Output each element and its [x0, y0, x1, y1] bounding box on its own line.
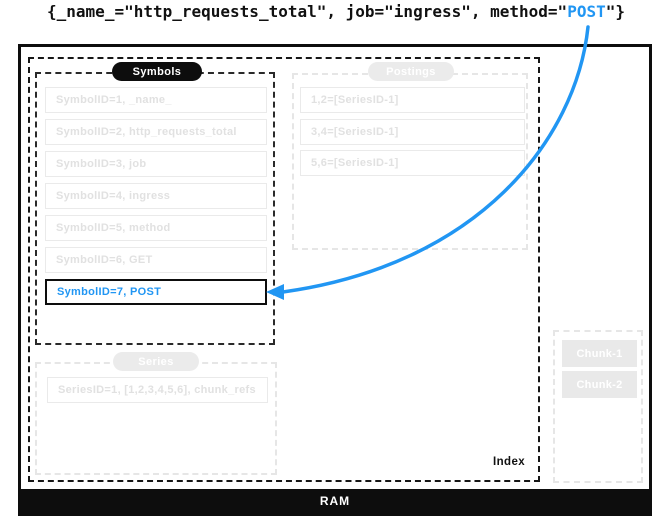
postings-section: 1,2=[SeriesID-1] 3,4=[SeriesID-1] 5,6=[S… [292, 73, 528, 250]
posting-row: 3,4=[SeriesID-1] [300, 119, 525, 145]
code-suffix: "} [605, 2, 625, 21]
symbol-row: SymbolID=1, _name_ [45, 87, 267, 113]
series-row-label: SeriesID=1, [1,2,3,4,5,6], chunk_refs [58, 384, 256, 396]
posting-row: 1,2=[SeriesID-1] [300, 87, 525, 113]
chunks-section: Chunk-1 Chunk-2 [553, 330, 643, 483]
symbol-row-label: SymbolID=5, method [56, 222, 171, 234]
chunk-block: Chunk-2 [562, 371, 637, 398]
postings-section-title: Postings [368, 62, 454, 81]
posting-row-label: 3,4=[SeriesID-1] [311, 126, 399, 138]
ram-label: RAM [319, 494, 351, 508]
symbol-row: SymbolID=5, method [45, 215, 267, 241]
symbols-section-title: Symbols [112, 62, 202, 81]
series-section-title: Series [113, 352, 199, 371]
ram-bar: RAM [21, 489, 649, 513]
symbol-row: SymbolID=4, ingress [45, 183, 267, 209]
code-prefix: {_name_="http_requests_total", job="ingr… [47, 2, 568, 21]
symbol-row: SymbolID=6, GET [45, 247, 267, 273]
symbol-row-label: SymbolID=1, _name_ [56, 94, 172, 106]
symbols-section: SymbolID=1, _name_ SymbolID=2, http_requ… [35, 72, 275, 345]
symbol-row: SymbolID=2, http_requests_total [45, 119, 267, 145]
code-highlight-post: POST [567, 2, 606, 21]
metric-selector-code: {_name_="http_requests_total", job="ingr… [0, 0, 672, 24]
posting-row-label: 5,6=[SeriesID-1] [311, 157, 399, 169]
chunk-block: Chunk-1 [562, 340, 637, 367]
symbol-row: SymbolID=3, job [45, 151, 267, 177]
symbol-row-label: SymbolID=6, GET [56, 254, 153, 266]
symbol-row-label: SymbolID=2, http_requests_total [56, 126, 237, 138]
symbol-row-highlighted: SymbolID=7, POST [45, 279, 267, 305]
symbol-row-label: SymbolID=3, job [56, 158, 147, 170]
posting-row: 5,6=[SeriesID-1] [300, 150, 525, 176]
index-label: Index [493, 456, 526, 468]
posting-row-label: 1,2=[SeriesID-1] [311, 94, 399, 106]
symbol-row-label: SymbolID=4, ingress [56, 190, 171, 202]
series-section: SeriesID=1, [1,2,3,4,5,6], chunk_refs [35, 362, 277, 475]
symbol-row-label: SymbolID=7, POST [57, 286, 162, 298]
series-row: SeriesID=1, [1,2,3,4,5,6], chunk_refs [47, 377, 268, 403]
